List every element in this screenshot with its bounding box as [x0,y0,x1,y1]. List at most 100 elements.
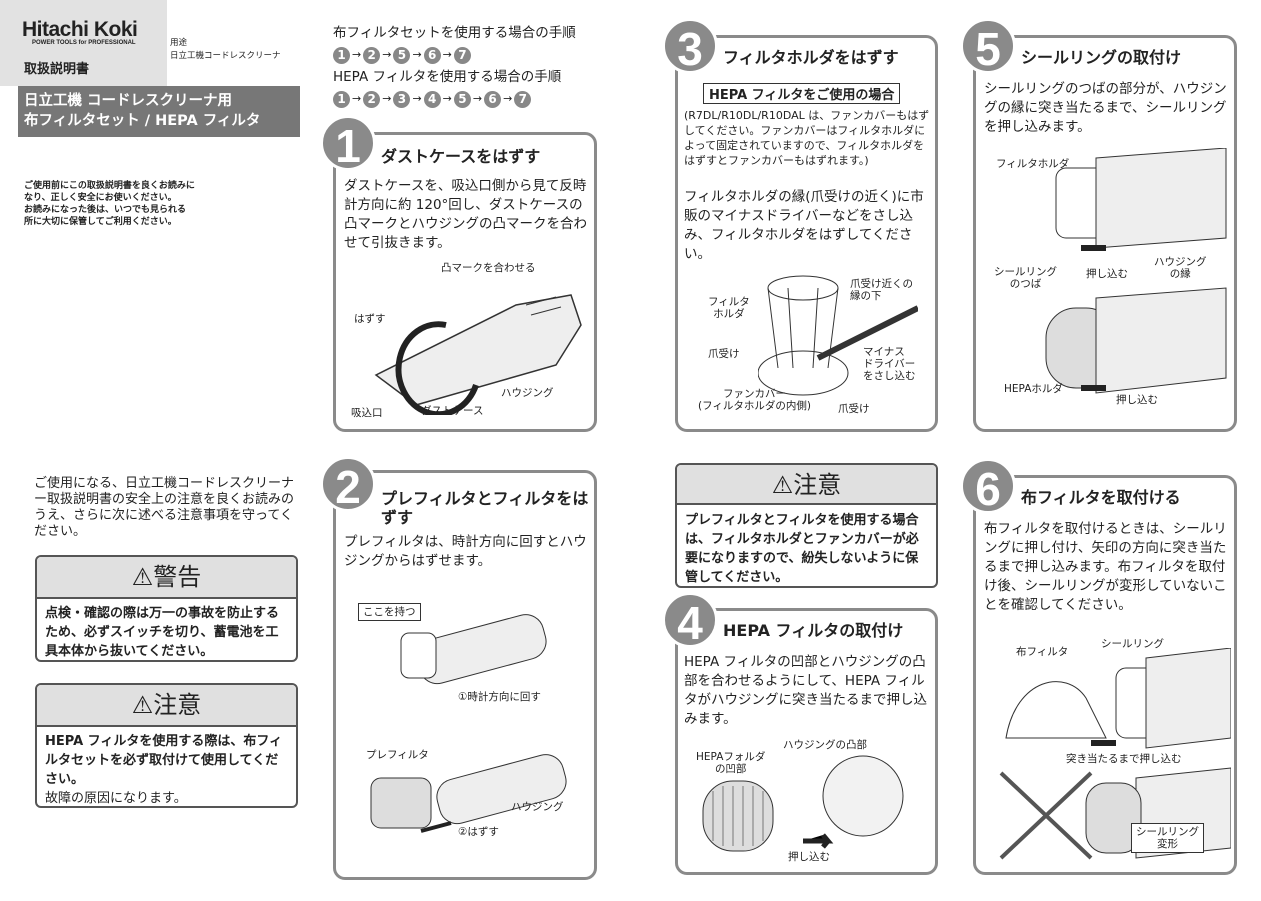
usage-value: 日立工機コードレスクリーナ [170,51,281,61]
title-line2: 布フィルタセット / HEPA フィルタ [24,113,261,129]
arrow-icon: → [352,92,362,105]
caution-box-mid: ⚠注意 プレフィルタとフィルタを使用する場合は、フィルタホルダとファンカバーが必… [675,463,938,588]
step-title: 布フィルタを取付ける [1021,488,1181,507]
label: ハウジング [501,387,554,399]
label: はずす [354,313,386,325]
step-number-badge: 6 [960,458,1016,515]
step-dot: 6 [423,46,441,64]
step-note: (R7DL/R10DL/R10DAL は、ファンカバーもはずしてください。ファン… [684,109,930,167]
label: 爪受け [838,403,870,415]
doc-title: 日立工機 コードレスクリーナ用布フィルタセット / HEPA フィルタ [18,86,300,137]
step-dot: 2 [363,46,381,64]
safety-intro: ご使用になる、日立工機コードレスクリーナー取扱説明書の安全上の注意を良くお読みの… [34,476,295,539]
step-text: プレフィルタは、時計方向に回すとハウジングからはずせます。 [344,534,587,569]
usage-label: 用途 [170,38,188,48]
arrow-icon: → [412,92,422,105]
caution-note: 故障の原因になります。 [45,791,187,806]
label: マイナス ドライバー をさし込む [863,346,916,382]
arrow-icon: → [382,48,392,61]
step-number-badge: 3 [662,18,718,75]
label: 吸込口 [351,407,383,419]
seal-ring-illustration [1045,148,1227,394]
step-dot: 7 [453,46,471,64]
label: HEPAホルダ [1004,383,1063,395]
step-dot: 2 [363,90,381,108]
label: ダストケース [421,405,484,417]
label: フィルタホルダ [996,158,1070,170]
step-1-panel: ダストケースをはずす ダストケースを、吸込口側から見て反時計方向に約 120°回… [333,132,597,432]
label: プレフィルタ [366,749,429,761]
label: シールリング 変形 [1131,823,1204,853]
label: HEPAフォルダ の凹部 [696,751,766,775]
label: ハウジング の縁 [1154,256,1207,280]
label: 凸マークを合わせる [441,262,536,274]
filter-holder-illustration [758,275,918,396]
intro-line: なり、正しく安全にお使いください。 [24,193,177,203]
step-number-badge: 5 [960,18,1016,75]
caution-box-left: ⚠注意 HEPA フィルタを使用する際は、布フィルタセットを必ず取付けて使用して… [35,683,298,808]
intro-line: ご使用前にこの取扱説明書を良くお読みに [24,181,195,191]
procedure-title: 布フィルタセットを使用する場合の手順 [333,25,576,41]
procedure-steps: 1→2→5→6→7 [333,44,576,66]
doc-type: 取扱説明書 [24,62,90,77]
label: ①時計方向に回す [458,691,541,703]
warning-box: ⚠警告 点検・確認の際は万一の事故を防止するため、必ずスイッチを切り、蓄電池を工… [35,555,298,662]
caution-title: ⚠注意 [37,685,296,727]
caution-body: HEPA フィルタを使用する際は、布フィルタセットを必ず取付けて使用してください… [45,734,283,787]
step-3-panel: フィルタホルダをはずす HEPA フィルタをご使用の場合 (R7DL/R10DL… [675,35,938,432]
label: 突き当たるまで押し込む [1066,753,1182,765]
step-dot: 4 [423,90,441,108]
brand-tagline: POWER TOOLS for PROFESSIONAL [32,40,136,46]
intro-note: ご使用前にこの取扱説明書を良くお読みになり、正しく安全にお使いください。お読みに… [24,180,195,228]
warning-title: ⚠警告 [37,557,296,599]
warning-body: 点検・確認の際は万一の事故を防止するため、必ずスイッチを切り、蓄電池を工具本体か… [45,606,280,659]
intro-line: お読みになった後は、いつでも見られる [24,205,187,215]
arrow-icon: → [382,92,392,105]
cloth-filter-illustration [999,648,1231,860]
step-text: フィルタホルダの縁(爪受けの近く)に市販のマイナスドライバーなどをさし込み、フィ… [684,189,924,262]
step-6-panel: 布フィルタを取付ける 布フィルタを取付けるときは、シールリングに押し付け、矢印の… [973,475,1237,875]
label: ハウジングの凸部 [783,739,867,751]
step-text: 布フィルタを取付けるときは、シールリングに押し付け、矢印の方向に突き当たるまで押… [984,521,1227,613]
step-text: シールリングのつばの部分が、ハウジングの縁に突き当たるまで、シールリングを押し込… [984,81,1227,135]
step-number-badge: 2 [320,456,376,513]
label: 押し込む [1086,268,1128,280]
label: 押し込む [1116,394,1158,406]
arrow-icon: → [442,48,452,61]
usage: 用途日立工機コードレスクリーナ [170,37,281,63]
procedures: 布フィルタセットを使用する場合の手順 1→2→5→6→7 HEPA フィルタを使… [333,22,576,110]
step-dot: 1 [333,90,350,108]
arrow-icon: → [412,48,422,61]
label: ファンカバー (フィルタホルダの内側) [698,388,811,412]
step-2-panel: プレフィルタとフィルタをはずす プレフィルタは、時計方向に回すとハウジングからは… [333,470,597,880]
label: シールリング のつば [994,266,1057,290]
label: 爪受け近くの 縁の下 [850,278,913,302]
step-number-badge: 4 [662,592,718,649]
caution-body: プレフィルタとフィルタを使用する場合は、フィルタホルダとファンカバーが必要になり… [685,513,919,585]
step-4-panel: HEPA フィルタの取付け HEPA フィルタの凹部とハウジングの凸部を合わせる… [675,608,938,875]
title-line1: 日立工機 コードレスクリーナ用 [24,93,233,109]
label: 爪受け [708,348,740,360]
procedure-title: HEPA フィルタを使用する場合の手順 [333,69,562,85]
step-subtitle: HEPA フィルタをご使用の場合 [703,83,901,104]
step-dot: 7 [514,90,532,108]
label: ②はずす [458,826,499,838]
brand-logo: Hitachi Koki [22,18,138,41]
step-dot: 3 [393,90,411,108]
step-title: シールリングの取付け [1021,48,1182,67]
arrow-icon: → [503,92,513,105]
step-title: プレフィルタとフィルタをはずす [381,489,589,527]
label: ここを持つ [358,603,421,621]
label: フィルタ ホルダ [708,296,750,320]
vacuum-illustration [374,294,582,415]
step-dot: 5 [453,90,471,108]
step-dot: 6 [484,90,502,108]
caution-title: ⚠注意 [677,465,936,505]
step-title: HEPA フィルタの取付け [723,621,904,640]
arrow-icon: → [442,92,452,105]
step-dot: 5 [393,46,411,64]
label: シールリング [1101,638,1164,650]
step-dot: 1 [333,46,350,64]
prefilter-illustration [370,614,567,833]
label: 布フィルタ [1016,646,1069,658]
